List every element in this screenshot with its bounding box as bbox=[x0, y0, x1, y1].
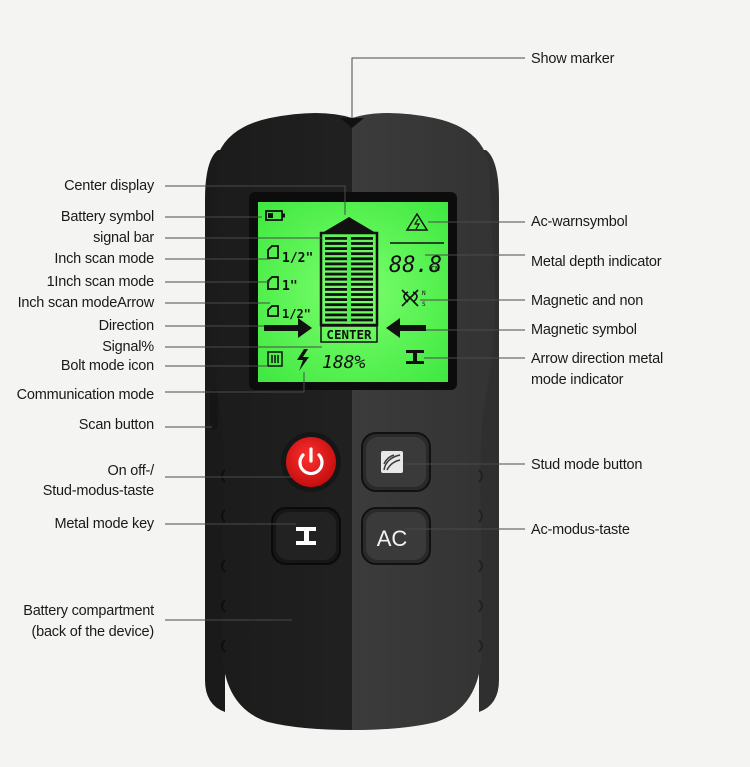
label-direction: Direction bbox=[98, 318, 155, 334]
metal-depth-value: 88.8 bbox=[389, 253, 442, 278]
label-bolt-mode-icon: Bolt mode icon bbox=[60, 358, 154, 374]
i-beam-icon bbox=[296, 527, 316, 545]
signal-percent-value: 188% bbox=[322, 352, 366, 373]
direction-arrow-left bbox=[386, 318, 426, 338]
scan-half-inch-a: 1/2" bbox=[282, 251, 313, 266]
ac-mode-button[interactable]: AC bbox=[361, 507, 431, 565]
power-icon bbox=[298, 447, 324, 476]
signal-bar bbox=[325, 236, 373, 324]
label-scan-button: Scan button bbox=[78, 417, 154, 433]
label-magnetic-and-non: Magnetic and non bbox=[531, 293, 644, 309]
ac-warning-icon bbox=[405, 212, 429, 231]
label-battery-compartment-line1: Battery compartment bbox=[23, 603, 154, 619]
bolt-mode-icon bbox=[267, 351, 283, 367]
label-on-off-line2: Stud-modus-taste bbox=[42, 483, 154, 499]
label-signal-percent: Signal% bbox=[102, 339, 154, 355]
label-ac-warn-symbol: Ac-warnsymbol bbox=[531, 214, 628, 230]
scan-half-inch-b: 1/2" bbox=[282, 307, 311, 321]
label-metal-mode-key: Metal mode key bbox=[54, 516, 154, 532]
metal-mode-indicator-icon bbox=[406, 350, 424, 364]
magnetic-icon bbox=[401, 289, 419, 307]
label-on-off-line1: On off-/ bbox=[107, 463, 155, 479]
stud-mode-button[interactable] bbox=[361, 432, 431, 492]
label-magnetic-symbol: Magnetic symbol bbox=[531, 322, 637, 338]
label-battery-compartment-line2: (back of the device) bbox=[31, 624, 154, 640]
scan-mode-icons bbox=[267, 245, 279, 317]
leader-lines bbox=[165, 57, 525, 621]
label-arrow-direction-line2: mode indicator bbox=[531, 372, 624, 388]
label-1inch-scan-mode: 1Inch scan mode bbox=[46, 274, 155, 290]
metal-mode-button[interactable] bbox=[271, 507, 341, 565]
label-battery-symbol: Battery symbol bbox=[60, 209, 154, 225]
battery-icon bbox=[265, 210, 285, 221]
label-ac-modus-taste: Ac-modus-taste bbox=[531, 522, 630, 538]
compass-n: N bbox=[422, 290, 426, 297]
label-inch-scan-mode-arrow: Inch scan modeArrow bbox=[17, 295, 155, 311]
compass-s: S bbox=[422, 301, 426, 308]
label-metal-depth-indicator: Metal depth indicator bbox=[531, 254, 662, 270]
power-button[interactable] bbox=[281, 432, 341, 492]
stud-waves-icon bbox=[381, 451, 403, 473]
lcd-display: 1/2" 1" 1/2" CENTER 88.8 CM N bbox=[258, 202, 448, 382]
label-center-display: Center display bbox=[64, 178, 154, 194]
center-display-marker bbox=[322, 217, 376, 233]
label-communication-mode: Communication mode bbox=[16, 387, 155, 403]
label-arrow-direction-line1: Arrow direction metal bbox=[531, 351, 663, 367]
direction-arrow-right bbox=[264, 318, 312, 338]
signal-center-divider bbox=[347, 236, 351, 324]
center-label: CENTER bbox=[326, 327, 372, 342]
depth-unit: CM bbox=[431, 265, 439, 273]
label-show-marker: Show marker bbox=[531, 51, 615, 67]
label-stud-mode-button: Stud mode button bbox=[531, 457, 643, 473]
label-inch-scan-mode: Inch scan mode bbox=[54, 251, 154, 267]
scan-one-inch: 1" bbox=[282, 279, 298, 294]
ac-button-label: AC bbox=[377, 526, 408, 551]
label-signal-bar: signal bar bbox=[93, 230, 154, 246]
communication-icon bbox=[297, 349, 309, 371]
